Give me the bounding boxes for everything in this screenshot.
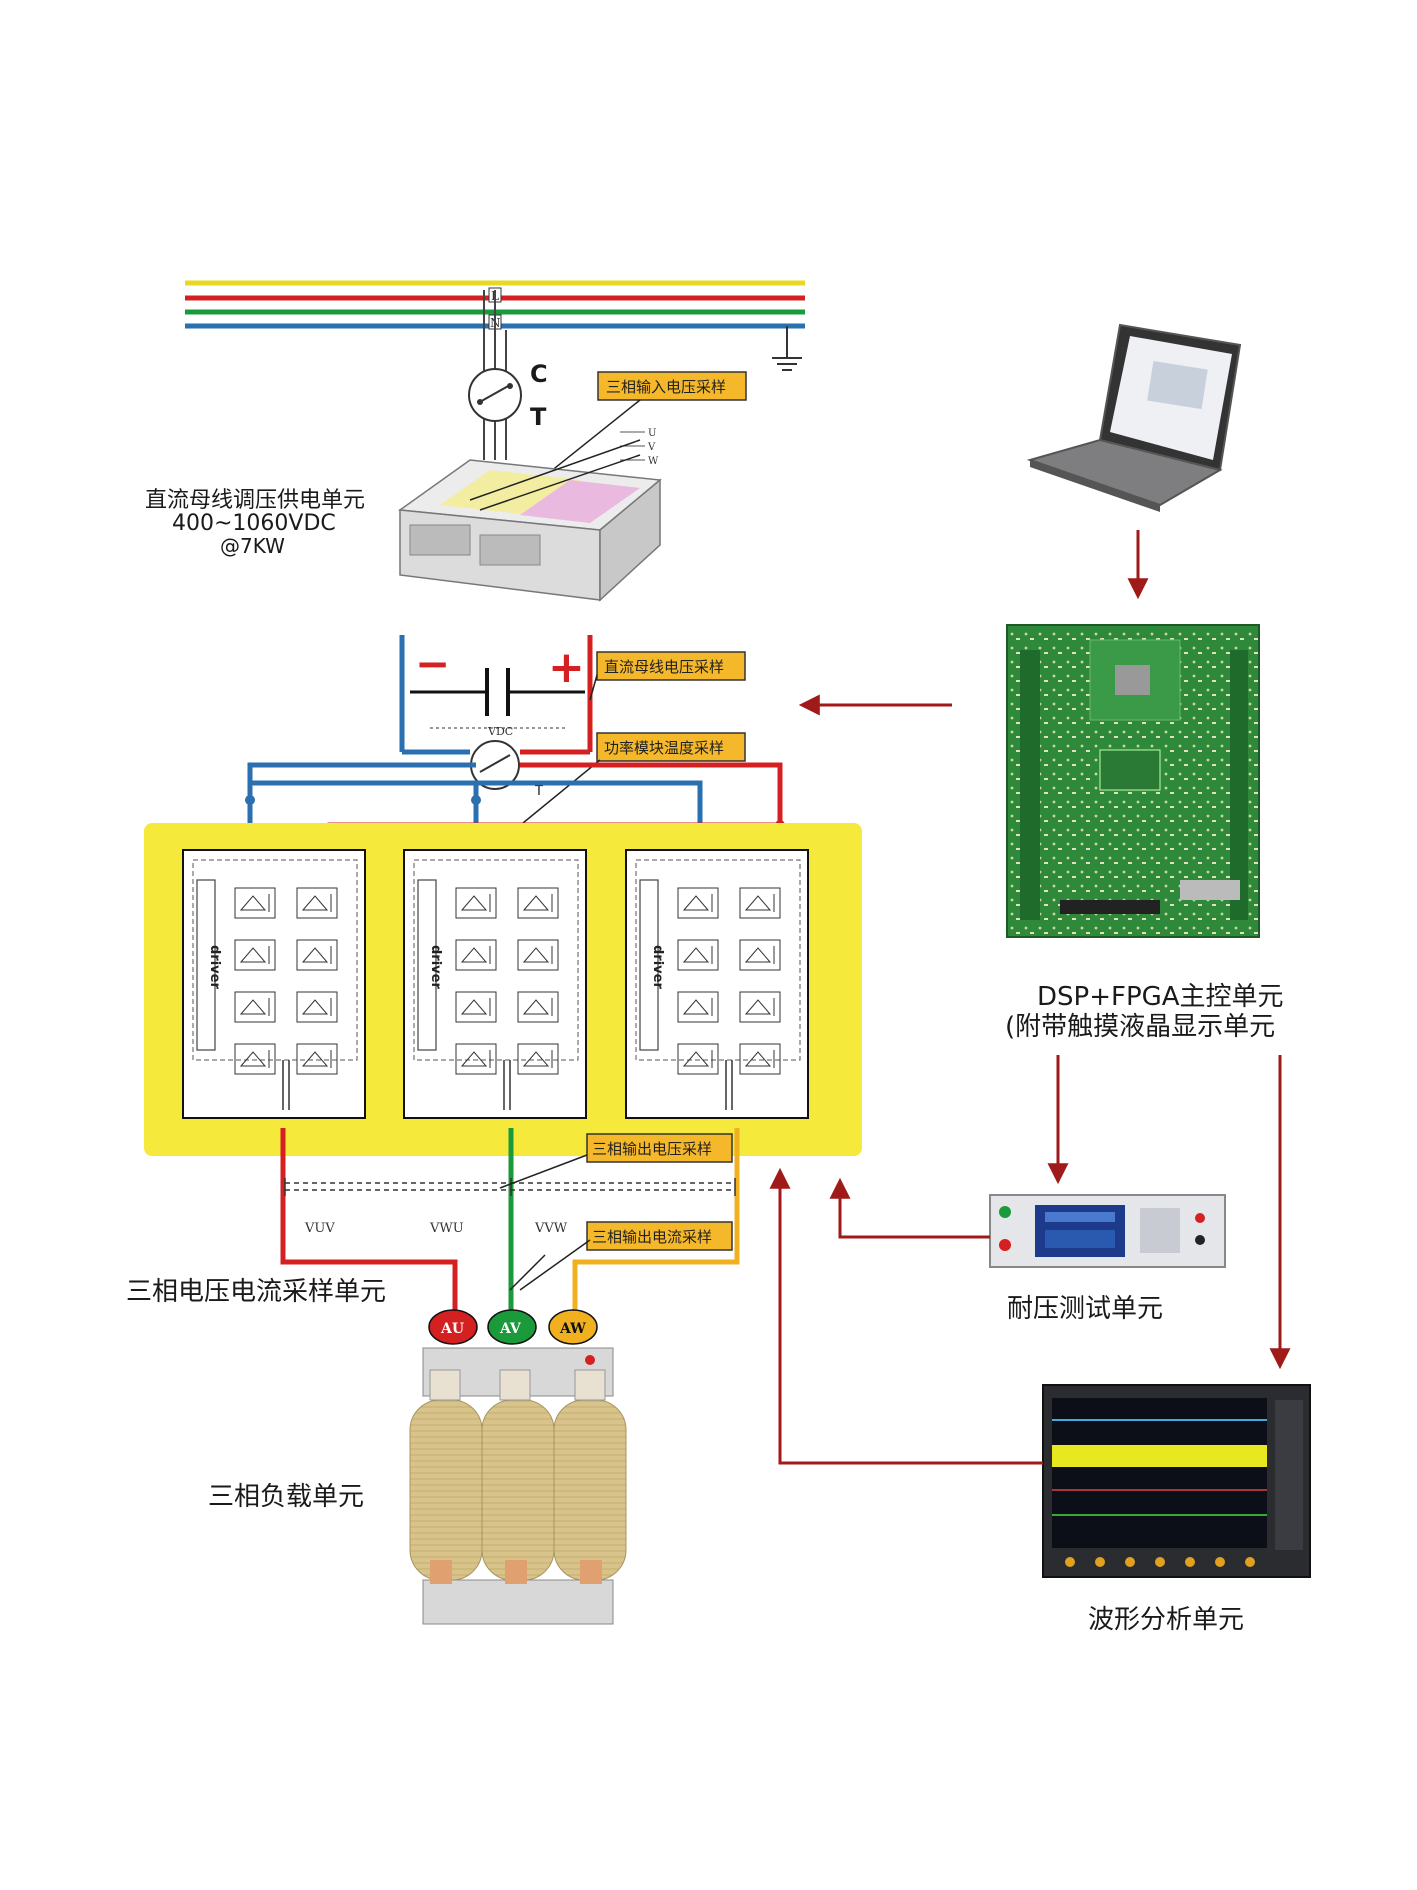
svg-text:直流母线电压采样: 直流母线电压采样	[604, 658, 724, 676]
dc-supply-power: @7KW	[220, 534, 285, 558]
load-unit-label: 三相负载单元	[208, 1482, 364, 1512]
main-control-title: DSP+FPGA主控单元	[1037, 982, 1284, 1012]
inverter-module: driver	[403, 849, 587, 1119]
tag-module-temp: 功率模块温度采样	[596, 732, 746, 762]
v-vw-label: VVW	[534, 1221, 568, 1236]
main-breaker-icon	[468, 368, 522, 422]
voltage-measure-lines	[284, 1154, 736, 1291]
laptop-icon	[1026, 323, 1242, 512]
breaker-t-label: T	[530, 403, 547, 431]
driver-label: driver	[650, 945, 665, 989]
svg-text:三相输出电流采样: 三相输出电流采样	[592, 1228, 712, 1246]
vdc-label: VDC	[487, 725, 513, 738]
tag-output-current: 三相输出电流采样	[586, 1221, 733, 1251]
dc-supply-title: 直流母线调压供电单元	[145, 488, 365, 513]
output-wires	[280, 1128, 740, 1310]
main-control-subtitle: (附带触摸液晶显示单元	[1005, 1012, 1275, 1042]
current-sensor-v: AV	[487, 1309, 537, 1345]
inverter-module: driver	[182, 849, 366, 1119]
breaker-c-label: C	[530, 360, 548, 388]
svg-text:三相输入电压采样: 三相输入电压采样	[606, 378, 726, 396]
control-board	[1006, 624, 1260, 938]
v-uv-label: VUV	[304, 1221, 335, 1236]
svg-text:U: U	[648, 428, 656, 439]
current-sensor-w: AW	[548, 1309, 598, 1345]
svg-text:三相输出电压采样: 三相输出电压采样	[592, 1140, 712, 1158]
input-phase-labels: U V W	[620, 428, 659, 467]
tag-input-voltage: 三相输入电压采样	[597, 371, 747, 401]
oscilloscope	[1042, 1384, 1311, 1578]
svg-text:V: V	[647, 442, 656, 453]
svg-text:AU: AU	[440, 1321, 464, 1337]
svg-text:功率模块温度采样: 功率模块温度采样	[604, 739, 724, 757]
arrow-scope-to-panel	[769, 1167, 1043, 1465]
bus-minus-label: −	[415, 639, 450, 688]
arrow-hipot-to-panel	[829, 1177, 990, 1239]
bus-plus-label: +	[548, 642, 585, 693]
svg-text:AW: AW	[559, 1321, 586, 1337]
hipot-unit-label: 耐压测试单元	[1007, 1294, 1163, 1324]
dc-supply-voltage: 400~1060VDC	[172, 511, 336, 536]
v-wu-label: VWU	[429, 1221, 464, 1236]
breaker2-t-label: T	[534, 784, 543, 799]
three-phase-load	[409, 1347, 627, 1625]
tag-bus-voltage: 直流母线电压采样	[596, 651, 746, 681]
sampling-unit-label: 三相电压电流采样单元	[126, 1277, 386, 1307]
waveform-unit-label: 波形分析单元	[1088, 1605, 1244, 1635]
inverter-module: driver	[625, 849, 809, 1119]
dc-bus-section	[399, 635, 593, 755]
driver-label: driver	[428, 945, 443, 989]
inverter-modules: driver driver driver	[182, 849, 809, 1119]
ground-icon	[772, 326, 802, 371]
hipot-tester	[989, 1194, 1226, 1268]
tag-output-voltage: 三相输出电压采样	[586, 1133, 733, 1163]
current-sensor-u: AU	[428, 1309, 478, 1345]
svg-text:W: W	[648, 456, 659, 467]
dc-supply-unit	[397, 439, 662, 602]
driver-label: driver	[207, 945, 222, 989]
svg-text:AV: AV	[499, 1321, 522, 1337]
